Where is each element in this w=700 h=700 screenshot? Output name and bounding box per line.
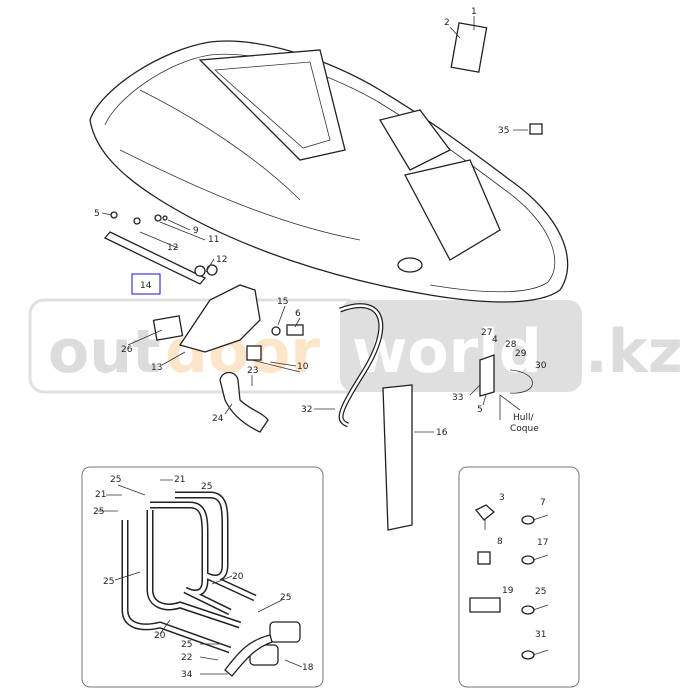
callout-25a: 25 bbox=[110, 475, 121, 485]
watermark: out door world .kz bbox=[28, 298, 683, 394]
fasteners-panel bbox=[458, 466, 580, 688]
callout-10: 10 bbox=[297, 362, 309, 372]
callout-25e: 25 bbox=[280, 593, 291, 603]
callout-25d: 25 bbox=[103, 577, 114, 587]
hull-label: Hull/ bbox=[513, 413, 534, 423]
callout-34: 34 bbox=[181, 670, 193, 680]
callout-22: 22 bbox=[181, 653, 192, 663]
leader-lines bbox=[98, 16, 528, 675]
callout-24: 24 bbox=[212, 414, 224, 424]
callout-21b: 21 bbox=[95, 490, 106, 500]
parts bbox=[103, 22, 543, 531]
callout-8: 8 bbox=[497, 537, 503, 547]
callout-labels: 1 2 35 5 9 11 12 12 14 15 6 26 13 23 10 … bbox=[93, 7, 548, 680]
cooling-hoses-drawing bbox=[121, 491, 301, 677]
callout-9: 9 bbox=[193, 226, 199, 236]
callout-27: 27 bbox=[481, 328, 492, 338]
callout-11: 11 bbox=[208, 235, 219, 245]
callout-25g: 25 bbox=[535, 587, 546, 597]
callout-21a: 21 bbox=[174, 475, 185, 485]
callout-23: 23 bbox=[247, 366, 258, 376]
watermark-kz: .kz bbox=[585, 317, 683, 387]
callout-5b: 5 bbox=[477, 405, 483, 415]
callout-30: 30 bbox=[535, 361, 547, 371]
callout-3: 3 bbox=[499, 493, 505, 503]
callout-15: 15 bbox=[277, 297, 288, 307]
callout-6: 6 bbox=[295, 309, 301, 319]
callout-13: 13 bbox=[151, 363, 162, 373]
callout-25f: 25 bbox=[181, 640, 192, 650]
callout-20a: 20 bbox=[232, 572, 244, 582]
callout-28: 28 bbox=[505, 340, 517, 350]
callout-2: 2 bbox=[444, 18, 450, 28]
hull-drawing bbox=[89, 40, 569, 303]
callout-20b: 20 bbox=[154, 631, 166, 641]
callout-19: 19 bbox=[502, 586, 514, 596]
callout-5: 5 bbox=[94, 209, 100, 219]
callout-14: 14 bbox=[140, 281, 152, 291]
callout-35: 35 bbox=[498, 126, 509, 136]
callout-33: 33 bbox=[452, 393, 463, 403]
callout-17: 17 bbox=[537, 538, 548, 548]
callout-26: 26 bbox=[121, 345, 133, 355]
callout-7: 7 bbox=[540, 498, 546, 508]
callout-32: 32 bbox=[301, 405, 312, 415]
callout-18: 18 bbox=[302, 663, 314, 673]
callout-25b: 25 bbox=[201, 482, 212, 492]
callout-31: 31 bbox=[535, 630, 546, 640]
callout-4: 4 bbox=[492, 335, 498, 345]
callout-12b: 12 bbox=[216, 255, 227, 265]
callout-25c: 25 bbox=[93, 507, 104, 517]
fasteners-drawing bbox=[469, 504, 549, 660]
callout-12a: 12 bbox=[167, 243, 178, 253]
callout-16: 16 bbox=[436, 428, 448, 438]
coque-label: Coque bbox=[510, 424, 539, 434]
cooling-hoses-panel bbox=[81, 466, 324, 688]
watermark-world: world bbox=[352, 317, 542, 387]
watermark-out: out bbox=[48, 317, 161, 387]
callout-29: 29 bbox=[515, 349, 527, 359]
callout-1: 1 bbox=[471, 7, 477, 17]
highlight-box-14 bbox=[131, 273, 161, 295]
